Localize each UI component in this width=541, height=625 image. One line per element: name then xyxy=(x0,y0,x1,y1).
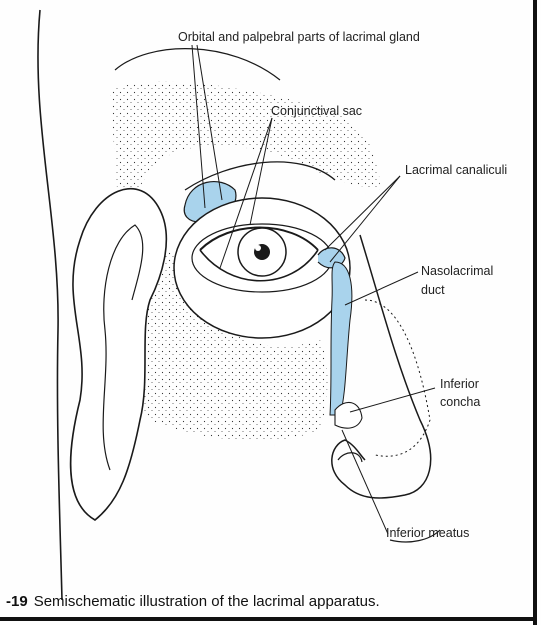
frame-border-bottom xyxy=(0,617,537,621)
head-outline xyxy=(38,10,62,600)
label-nasolacrimal-line2: duct xyxy=(421,283,445,298)
label-inferior-meatus: Inferior meatus xyxy=(386,526,469,541)
leader-concha xyxy=(350,388,435,412)
label-nasolacrimal-line1: Nasolacrimal xyxy=(421,264,493,279)
label-conjunctival-sac: Conjunctival sac xyxy=(271,104,362,119)
frame-border-right xyxy=(533,0,537,625)
caption-text: Semischematic illustration of the lacrim… xyxy=(34,593,380,610)
figure-caption: -19 Semischematic illustration of the lac… xyxy=(6,593,380,610)
eye-highlight xyxy=(255,245,261,251)
nasolacrimal-duct xyxy=(330,262,352,415)
label-lacrimal-canaliculi: Lacrimal canaliculi xyxy=(405,163,507,178)
label-inferior-concha-line2: concha xyxy=(440,395,480,410)
hairline xyxy=(115,49,280,80)
label-inferior-concha-line1: Inferior xyxy=(440,377,479,392)
nostril xyxy=(338,453,362,462)
leader-nasolacrimal xyxy=(345,272,418,305)
inferior-concha xyxy=(335,402,362,428)
leader-canaliculi-a xyxy=(325,176,400,250)
figure-number: -19 xyxy=(6,593,28,610)
label-lacrimal-gland: Orbital and palpebral parts of lacrimal … xyxy=(178,30,420,45)
leader-meatus xyxy=(342,430,388,534)
nasal-cavity-dotted xyxy=(365,300,430,456)
